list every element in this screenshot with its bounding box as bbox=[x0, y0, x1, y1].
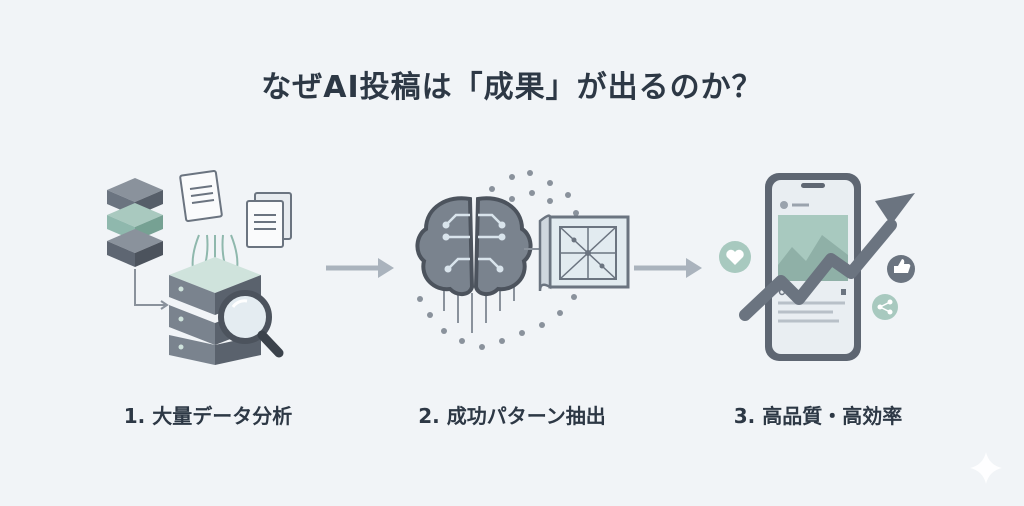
documents-stack-icon bbox=[246, 192, 292, 248]
brain-icon bbox=[415, 196, 533, 296]
arrow-right-icon bbox=[326, 258, 394, 278]
step-3-label: 3. 高品質・高効率 bbox=[733, 404, 903, 428]
arrow-right-icon bbox=[634, 258, 702, 278]
share-icon bbox=[872, 294, 898, 320]
step-3-illustration bbox=[705, 165, 965, 365]
growth-arrow-icon bbox=[739, 193, 915, 321]
thumbs-up-icon bbox=[887, 255, 915, 283]
magnifier-icon bbox=[218, 290, 284, 358]
step-2-illustration bbox=[400, 165, 660, 365]
smartphone-growth-icon bbox=[719, 173, 915, 361]
heart-icon bbox=[719, 241, 751, 273]
page-title: なぜAI投稿は「成果」が出るのか？ bbox=[261, 70, 763, 105]
circuit-lines bbox=[443, 287, 515, 333]
small-database-stack bbox=[107, 178, 163, 267]
step-1-label: 1. 大量データ分析 bbox=[123, 404, 293, 428]
pattern-blueprint-icon bbox=[538, 214, 630, 292]
brain-pattern-icon bbox=[415, 170, 630, 350]
database-analysis-icon bbox=[107, 169, 292, 365]
step-1-illustration bbox=[95, 165, 355, 365]
step-2-label: 2. 成功パターン抽出 bbox=[418, 404, 606, 428]
document-icon bbox=[179, 169, 223, 223]
sparkle-icon bbox=[970, 452, 1002, 484]
